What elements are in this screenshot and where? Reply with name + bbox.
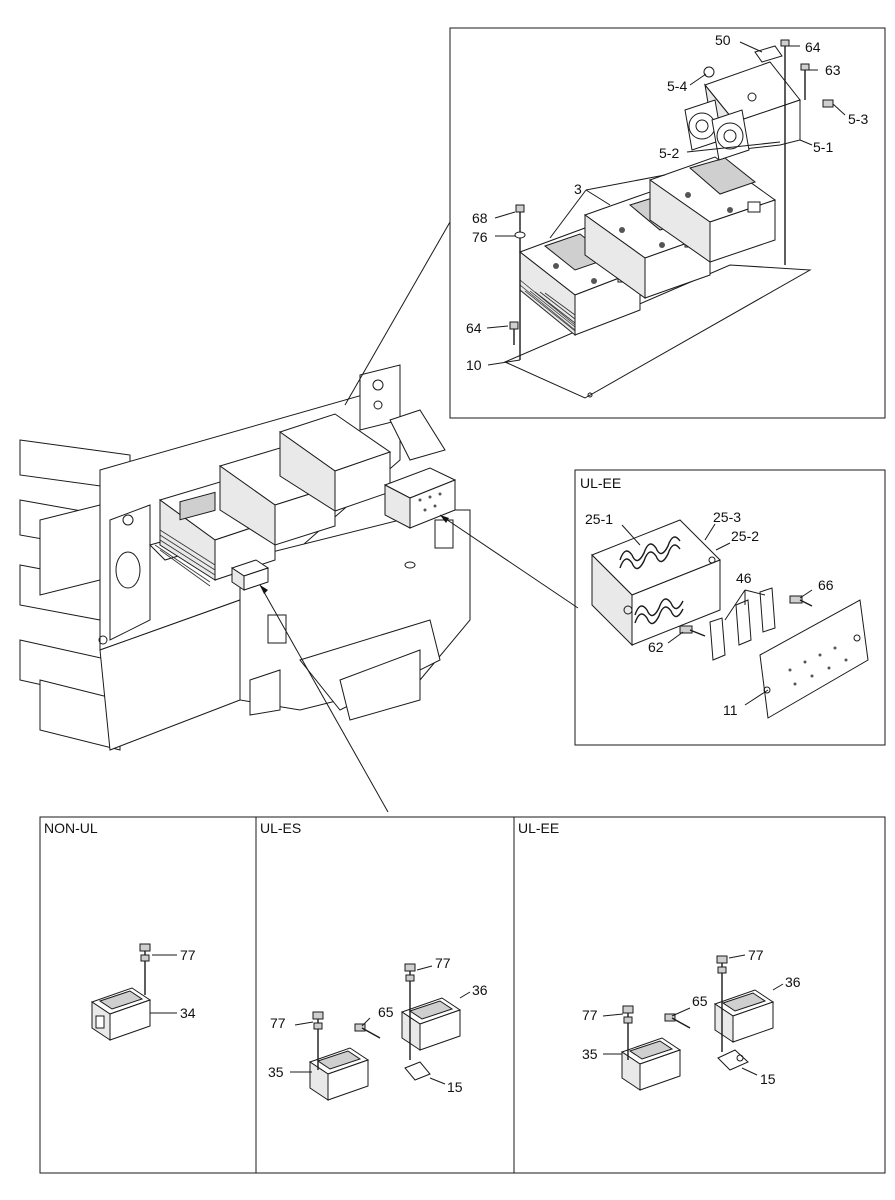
main-terminal-block [383, 467, 457, 529]
label-62: 62 [648, 639, 664, 655]
ul-ee-inset-title: UL-EE [580, 475, 621, 491]
fuse-34 [90, 987, 152, 1041]
inset-battery-1 [518, 227, 642, 337]
label-3: 3 [574, 181, 582, 197]
label-66: 66 [818, 577, 834, 593]
ul-ee-label-35: 35 [582, 1046, 598, 1062]
label-63: 63 [825, 62, 841, 78]
ul-es-label-77-lower: 77 [270, 1015, 286, 1031]
ul-ee-label-77-lower: 77 [582, 1007, 598, 1023]
non-ul-label-34: 34 [180, 1005, 196, 1021]
label-46: 46 [736, 570, 752, 586]
ul-ee-label-65: 65 [692, 993, 708, 1009]
label-76: 76 [472, 229, 488, 245]
main-fuse-block [230, 559, 270, 591]
main-frame-assembly [19, 364, 471, 751]
label-11: 11 [723, 702, 738, 718]
top-inset-panel: 50 64 63 5-4 5-3 5-2 5-1 3 68 76 64 10 [449, 27, 886, 419]
busbar-box [591, 519, 721, 647]
terminal-plate [759, 599, 869, 719]
fan-pair [684, 99, 750, 161]
ul-ee-panel: UL-EE 77 [518, 820, 801, 1091]
bottom-panels [39, 816, 886, 1174]
label-64: 64 [805, 39, 821, 55]
inset-battery-3 [648, 156, 777, 263]
ul-ee-label-36: 36 [785, 974, 801, 990]
ul-ee-title: UL-EE [518, 820, 559, 836]
ul-ee-fuse-36 [713, 989, 775, 1043]
top-inset-leaders [486, 41, 846, 366]
ul-es-label-77: 77 [435, 955, 451, 971]
ul-es-label-15: 15 [447, 1079, 463, 1095]
label-5-2: 5-2 [659, 145, 679, 161]
non-ul-panel: NON-UL 77 34 [44, 820, 196, 1041]
ul-ee-fuse-35 [620, 1037, 682, 1091]
label-25-2: 25-2 [731, 528, 759, 544]
non-ul-title: NON-UL [44, 820, 98, 836]
label-10: 10 [466, 357, 482, 373]
ul-es-title: UL-ES [260, 820, 301, 836]
ul-es-fuse-35 [308, 1047, 370, 1101]
ul-es-label-35: 35 [268, 1064, 284, 1080]
ul-ee-inset-panel: UL-EE [574, 469, 886, 746]
label-5-3: 5-3 [848, 111, 868, 127]
label-68: 68 [472, 210, 488, 226]
inset-screws [509, 39, 834, 360]
label-50: 50 [715, 32, 731, 48]
ul-es-label-65: 65 [378, 1004, 394, 1020]
label-64-lower: 64 [466, 320, 482, 336]
insulators [709, 587, 776, 661]
non-ul-label-77: 77 [180, 947, 196, 963]
label-25-3: 25-3 [713, 509, 741, 525]
ul-es-fuse-36 [400, 997, 462, 1051]
ul-ee-label-77: 77 [748, 947, 764, 963]
ul-ee-label-15: 15 [760, 1071, 776, 1087]
label-25-1: 25-1 [585, 511, 613, 527]
ul-es-panel: UL-ES 77 36 [260, 820, 488, 1101]
leader-lines [259, 221, 579, 813]
ul-es-label-36: 36 [472, 982, 488, 998]
label-5-4: 5-4 [667, 78, 687, 94]
label-5-1: 5-1 [813, 139, 833, 155]
